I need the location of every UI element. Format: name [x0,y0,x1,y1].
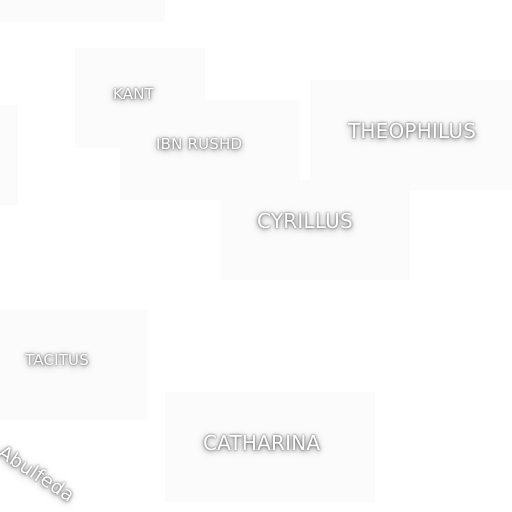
crater-label-cyrillus[interactable]: CYRILLUS [257,209,353,233]
map-tile [220,180,410,280]
crater-label-catharina[interactable]: CATHARINA [203,431,321,455]
crater-label-ibn-rushd[interactable]: IBN RUSHD [156,135,243,153]
map-tile [165,392,375,502]
map-tile [0,105,18,205]
map-tile [0,310,148,420]
map-tile [0,0,165,22]
crater-label-kant[interactable]: KANT [113,85,155,103]
crater-label-tacitus[interactable]: TACITUS [25,351,89,369]
map-tile [310,80,512,190]
crater-label-theophilus[interactable]: THEOPHILUS [348,119,477,143]
